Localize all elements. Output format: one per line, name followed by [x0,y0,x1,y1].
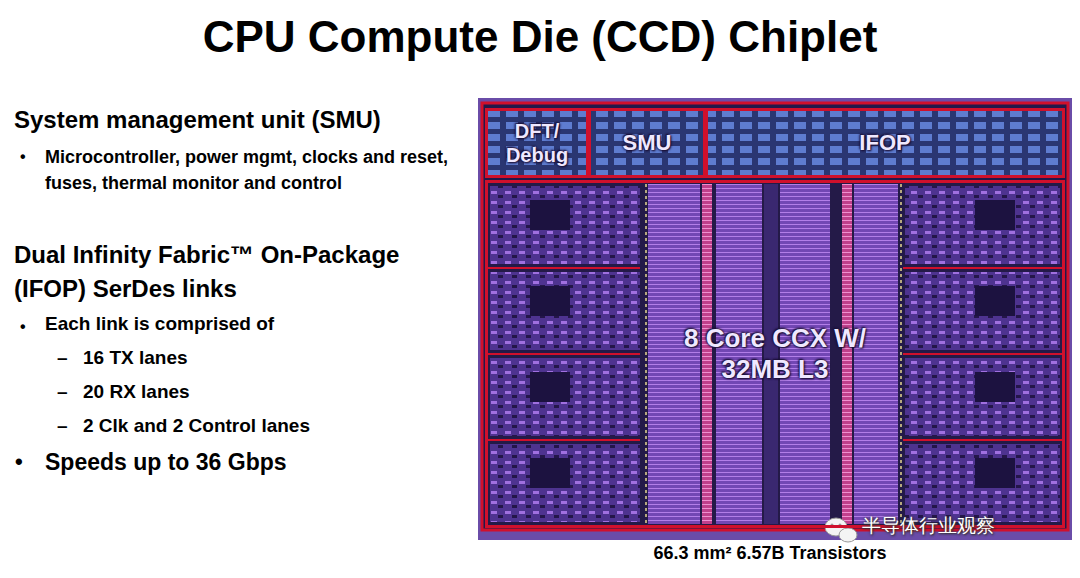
sub-bullet-text: 2 Clk and 2 Control lanes [83,415,463,438]
watermark: 半导体行业观察 [862,515,1072,538]
section-heading: System management unit (SMU) [14,106,474,135]
sub-bullet-text: 20 RX lanes [83,381,463,404]
bullet-text: Speeds up to 36 Gbps [45,449,465,477]
dash: – [57,381,68,404]
bullet: • [20,317,26,336]
dash: – [57,415,68,438]
section-heading: Dual Infinity Fabric™ On-Package (IFOP) … [14,238,476,305]
ccx-region: 8 Core CCX W/ 32MB L3 [485,180,1065,528]
bullet: • [20,147,26,166]
l3-cache [646,184,901,524]
bullet-text: Each link is comprised of [45,313,465,336]
row-lines [485,268,1064,440]
slide-title: CPU Compute Die (CCD) Chiplet [0,12,1080,62]
dash: – [57,347,68,370]
die-caption: 66.3 mm² 6.57B Transistors [560,543,980,564]
region-label: IFOP [859,130,910,156]
dft-region: DFT/ Debug [485,108,589,178]
wechat-icon [825,518,857,542]
region-label: SMU [623,130,672,156]
region-label: 8 Core CCX W/ 32MB L3 [663,323,888,385]
bullet: • [15,449,23,475]
bullet-text: Microcontroller, power mgmt, clocks and … [45,144,470,196]
region-label: DFT/ Debug [502,119,572,167]
smu-region: SMU [588,108,706,178]
sub-bullet-text: 16 TX lanes [83,347,463,370]
ifop-region: IFOP [705,108,1065,178]
